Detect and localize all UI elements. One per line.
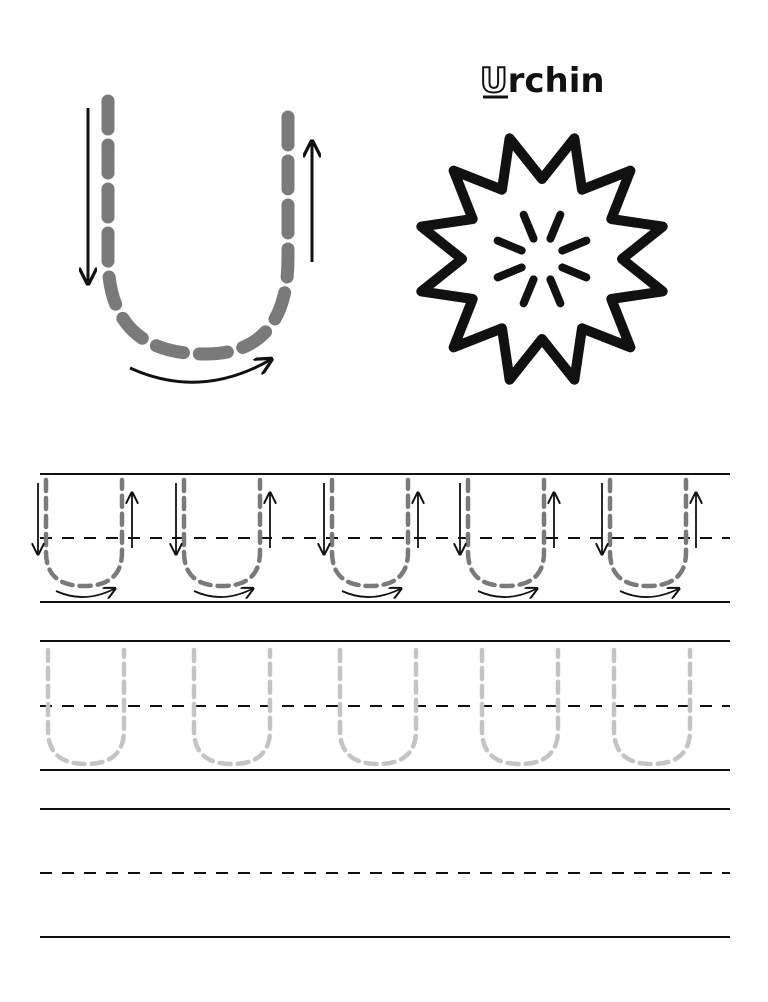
curve-arrow-icon	[341, 589, 400, 597]
guided-letter	[38, 477, 132, 597]
letter-dashed-stroke	[607, 477, 689, 589]
blank-practice-row	[40, 808, 730, 938]
faded-tracing-row	[40, 640, 730, 771]
word-first-letter: U	[480, 61, 508, 101]
faded-letter	[611, 647, 693, 767]
letter-dashed-stroke	[181, 477, 263, 589]
urchin-spine	[558, 236, 591, 255]
guided-letter	[602, 477, 696, 597]
word-rest: rchin	[508, 61, 605, 101]
big-letter-dashed-stroke	[101, 94, 295, 361]
urchin-spine	[519, 275, 538, 308]
curve-arrow-icon	[193, 589, 252, 597]
letter-dashed-stroke	[43, 477, 125, 589]
guided-letter	[176, 477, 270, 597]
large-traced-letter	[88, 94, 312, 384]
faded-letters	[45, 647, 693, 767]
urchin-spine	[546, 275, 565, 308]
sea-urchin-icon	[416, 133, 668, 385]
urchin-body	[416, 133, 668, 385]
urchin-spine	[558, 263, 591, 282]
urchin-spine	[493, 263, 526, 282]
faded-letter	[479, 647, 561, 767]
urchin-spine	[519, 210, 538, 243]
faded-letter	[45, 647, 127, 767]
word-label: Urchin	[480, 61, 605, 101]
faded-letter	[191, 647, 273, 767]
guided-letters	[38, 477, 696, 597]
curve-arrow-icon	[129, 360, 270, 384]
urchin-spine	[493, 236, 526, 255]
curve-arrow-icon	[477, 589, 536, 597]
urchin-spine	[546, 210, 565, 243]
letter-dashed-stroke	[329, 477, 411, 589]
curve-arrow-icon	[619, 589, 678, 597]
guided-tracing-row	[38, 473, 730, 603]
guided-letter	[324, 477, 418, 597]
guided-letter	[460, 477, 554, 597]
curve-arrow-icon	[55, 589, 114, 597]
faded-letter	[337, 647, 419, 767]
letter-dashed-stroke	[465, 477, 547, 589]
